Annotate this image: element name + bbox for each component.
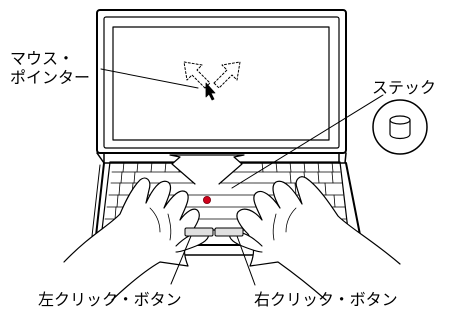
trackpoint-stick[interactable]	[202, 195, 211, 204]
mouse-pointer-icon	[205, 82, 216, 101]
right-click-button[interactable]	[214, 227, 244, 237]
mouse-pointer-label-line1: マウス・	[10, 49, 75, 68]
left-click-button[interactable]	[184, 227, 214, 237]
screen	[112, 26, 330, 141]
right-hand	[236, 176, 401, 301]
stick-magnifier	[372, 99, 428, 155]
left-hand-fingers	[149, 207, 172, 241]
mouse-pointer-label-line2: ポインター	[10, 68, 91, 87]
left-hand	[63, 177, 200, 301]
right-hand-fingers	[272, 207, 297, 241]
stick-direction-arrow	[169, 154, 245, 185]
laptop-lid	[96, 9, 347, 154]
leader-lines	[100, 68, 384, 286]
right-click-button-label: 右クリック・ボタン	[254, 290, 398, 309]
pointer-movement-arrows	[183, 61, 241, 89]
stick-label: ステック	[372, 78, 437, 97]
left-click-button-label: 左クリック・ボタン	[38, 290, 182, 309]
